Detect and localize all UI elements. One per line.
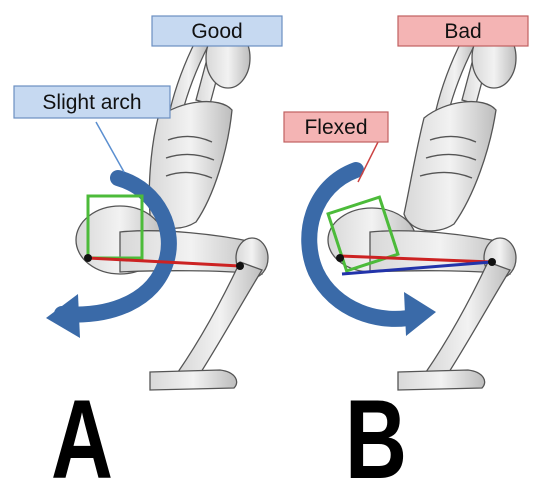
status-label-b: Bad bbox=[444, 20, 481, 43]
rotation-arrowhead-b bbox=[404, 292, 436, 336]
panel-a: Good Slight arch A bbox=[14, 16, 282, 483]
panel-letter-a: A bbox=[51, 377, 113, 483]
skeleton-figure-a bbox=[76, 18, 268, 390]
rotation-arrowhead-a bbox=[46, 294, 80, 338]
annotation-pointer-a bbox=[96, 122, 124, 172]
annotation-badge-b: Flexed bbox=[284, 112, 388, 142]
panel-letter-b: B bbox=[345, 377, 407, 483]
annotation-badge-a: Slight arch bbox=[14, 86, 170, 118]
status-label-a: Good bbox=[191, 20, 242, 43]
annotation-pointer-b bbox=[358, 142, 378, 182]
hip-point-a bbox=[84, 254, 92, 262]
panel-b: Bad Flexed B bbox=[284, 16, 528, 483]
annotation-label-b: Flexed bbox=[304, 116, 367, 139]
hip-point-b bbox=[336, 254, 344, 262]
knee-point-b bbox=[488, 258, 496, 266]
status-badge-a: Good bbox=[152, 16, 282, 46]
knee-point-a bbox=[236, 262, 244, 270]
annotation-label-a: Slight arch bbox=[42, 91, 141, 114]
status-badge-b: Bad bbox=[398, 16, 528, 46]
